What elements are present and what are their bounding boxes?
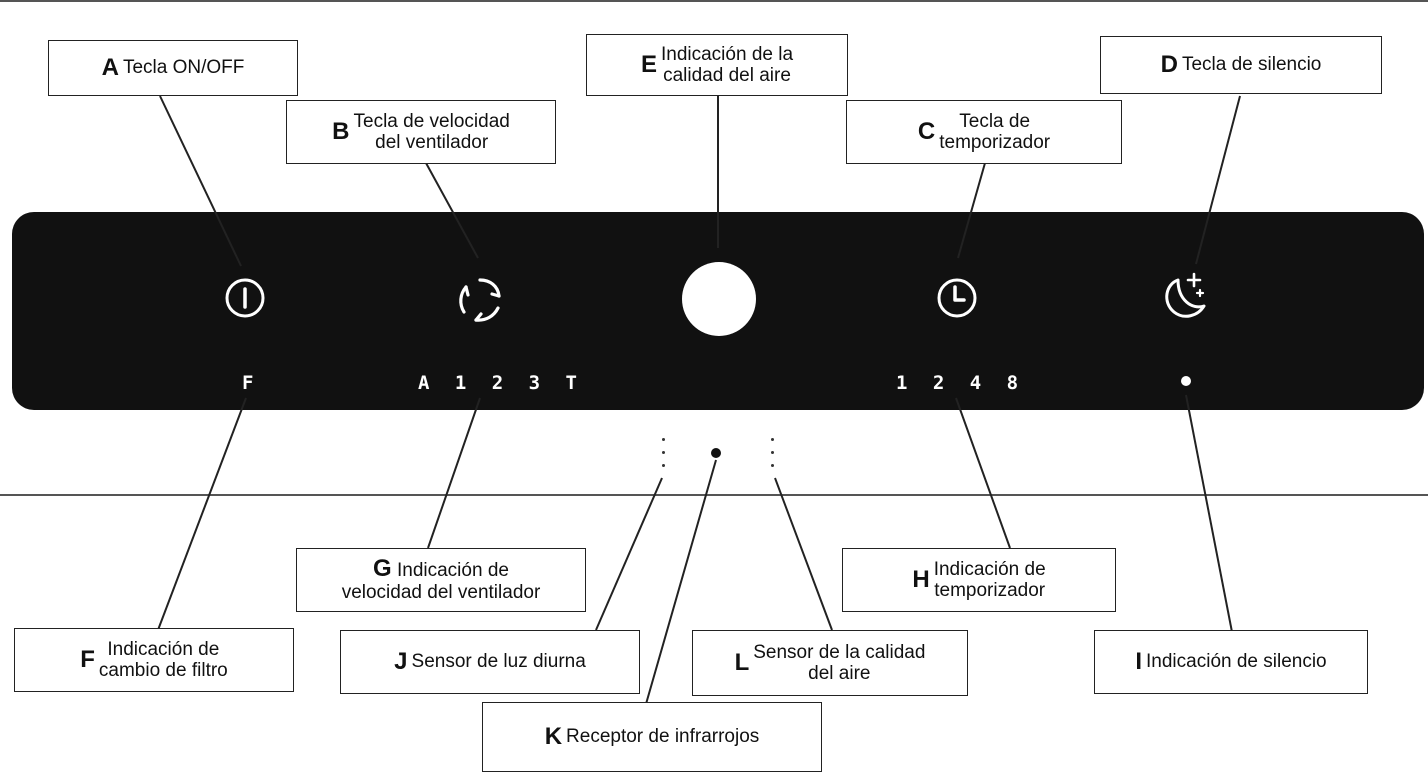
callout-g: G Indicación de velocidad del ventilador — [296, 548, 586, 612]
filter-change-indicator: F — [242, 372, 256, 394]
callout-h: H Indicación de temporizador — [842, 548, 1116, 612]
callout-e-letter: E — [640, 51, 657, 78]
leader-line-l — [774, 477, 833, 631]
callout-e: E Indicación de la calidad del aire — [586, 34, 848, 96]
leader-line-f — [157, 397, 247, 631]
power-icon — [225, 278, 265, 318]
callout-j-text: Sensor de luz diurna — [411, 651, 586, 673]
leader-line-j — [595, 477, 663, 631]
leader-line-k — [645, 459, 717, 705]
leader-line-c — [957, 162, 986, 259]
callout-h-line2: temporizador — [934, 580, 1046, 601]
callout-l-line1: Sensor de la calidad — [753, 641, 926, 663]
leader-line-h — [955, 397, 1011, 549]
callout-c-letter: C — [917, 118, 936, 145]
callout-a: A Tecla ON/OFF — [48, 40, 298, 96]
callout-e-line1: Indicación de la — [660, 43, 794, 65]
callout-a-letter: A — [101, 54, 119, 81]
callout-j-letter: J — [394, 648, 408, 675]
callout-i-letter: I — [1135, 648, 1143, 675]
callout-k: K Receptor de infrarrojos — [482, 702, 822, 772]
callout-c: C Tecla de temporizador — [846, 100, 1122, 164]
middle-divider — [0, 494, 1428, 496]
callout-b-line2: del ventilador — [375, 132, 489, 153]
callout-b-letter: B — [332, 118, 350, 145]
infrared-receiver-dot — [711, 448, 721, 458]
callout-d: D Tecla de silencio — [1100, 36, 1382, 94]
callout-b-line1: Tecla de velocidad — [353, 110, 510, 132]
callout-f-line2: cambio de filtro — [98, 660, 228, 681]
callout-j: J Sensor de luz diurna — [340, 630, 640, 694]
callout-g-line2: velocidad del ventilador — [341, 581, 541, 603]
daylight-sensor-dot-3 — [662, 464, 665, 467]
top-divider — [0, 0, 1428, 2]
moon-stars-icon — [1165, 272, 1206, 318]
leader-line-b — [425, 162, 479, 259]
callout-g-line1: G Indicación de — [342, 555, 541, 583]
callout-l: L Sensor de la calidad del aire — [692, 630, 968, 696]
callout-i: I Indicación de silencio — [1094, 630, 1368, 694]
callout-b: B Tecla de velocidad del ventilador — [286, 100, 556, 164]
callout-d-letter: D — [1160, 51, 1178, 78]
callout-g-line1-text: Indicación de — [396, 560, 509, 582]
leader-line-i — [1185, 394, 1233, 633]
callout-h-line1: Indicación de — [933, 558, 1046, 580]
air-quality-sensor-dot-2 — [771, 451, 774, 454]
air-quality-sensor-dot-3 — [771, 464, 774, 467]
daylight-sensor-dot-2 — [662, 451, 665, 454]
callout-k-text: Receptor de infrarrojos — [566, 726, 760, 748]
callout-h-letter: H — [912, 566, 930, 593]
fan-speed-indicator: A 1 2 3 T — [418, 372, 579, 394]
clock-icon — [937, 278, 977, 318]
leader-line-a — [159, 95, 242, 267]
callout-d-text: Tecla de silencio — [1181, 54, 1322, 76]
callout-c-line2: temporizador — [939, 132, 1051, 153]
silence-indicator-dot — [1181, 376, 1191, 386]
air-quality-sensor-dot-1 — [771, 438, 774, 441]
leader-line-g — [427, 397, 481, 549]
fan-icon — [459, 278, 501, 322]
callout-f-line1: Indicación de — [107, 638, 220, 660]
callout-c-line1: Tecla de — [959, 110, 1031, 132]
callout-i-text: Indicación de silencio — [1146, 651, 1327, 673]
callout-f-letter: F — [80, 646, 95, 673]
daylight-sensor-dot-1 — [662, 438, 665, 441]
callout-l-line2: del aire — [808, 663, 871, 684]
callout-e-line2: calidad del aire — [663, 65, 791, 86]
callout-a-text: Tecla ON/OFF — [122, 57, 245, 79]
timer-indicator: 1 2 4 8 — [896, 372, 1021, 394]
callout-f: F Indicación de cambio de filtro — [14, 628, 294, 692]
callout-l-letter: L — [734, 649, 750, 676]
air-quality-light — [682, 262, 756, 336]
callout-g-letter: G — [373, 555, 392, 583]
leader-line-d — [1195, 95, 1241, 265]
callout-k-letter: K — [544, 723, 563, 750]
